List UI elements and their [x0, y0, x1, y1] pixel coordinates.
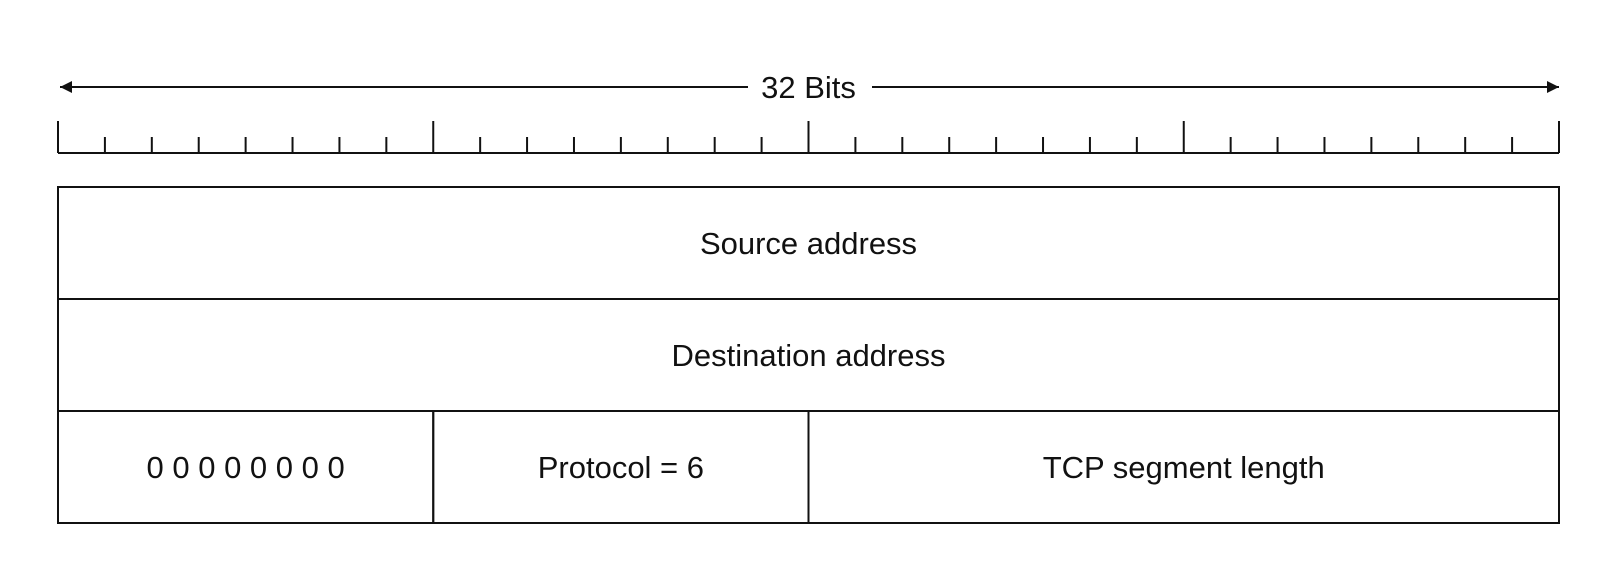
bit-ruler: [57, 121, 1560, 154]
field-label: 0 0 0 0 0 0 0 0: [147, 450, 345, 485]
field-label: Source address: [700, 226, 917, 261]
field-label: TCP segment length: [1043, 450, 1325, 485]
field-cell: 0 0 0 0 0 0 0 0: [57, 410, 435, 524]
field-cell: TCP segment length: [807, 410, 1560, 524]
field-box: [807, 410, 1560, 524]
field-label: Protocol = 6: [538, 450, 704, 485]
field-cell: Source address: [57, 186, 1560, 300]
field-cell: Destination address: [57, 298, 1560, 412]
bit-width-label: 32 Bits: [761, 70, 856, 105]
field-label: Destination address: [672, 338, 946, 373]
bit-width-indicator: 32 Bits: [60, 70, 1559, 105]
field-cell: Protocol = 6: [432, 410, 810, 524]
